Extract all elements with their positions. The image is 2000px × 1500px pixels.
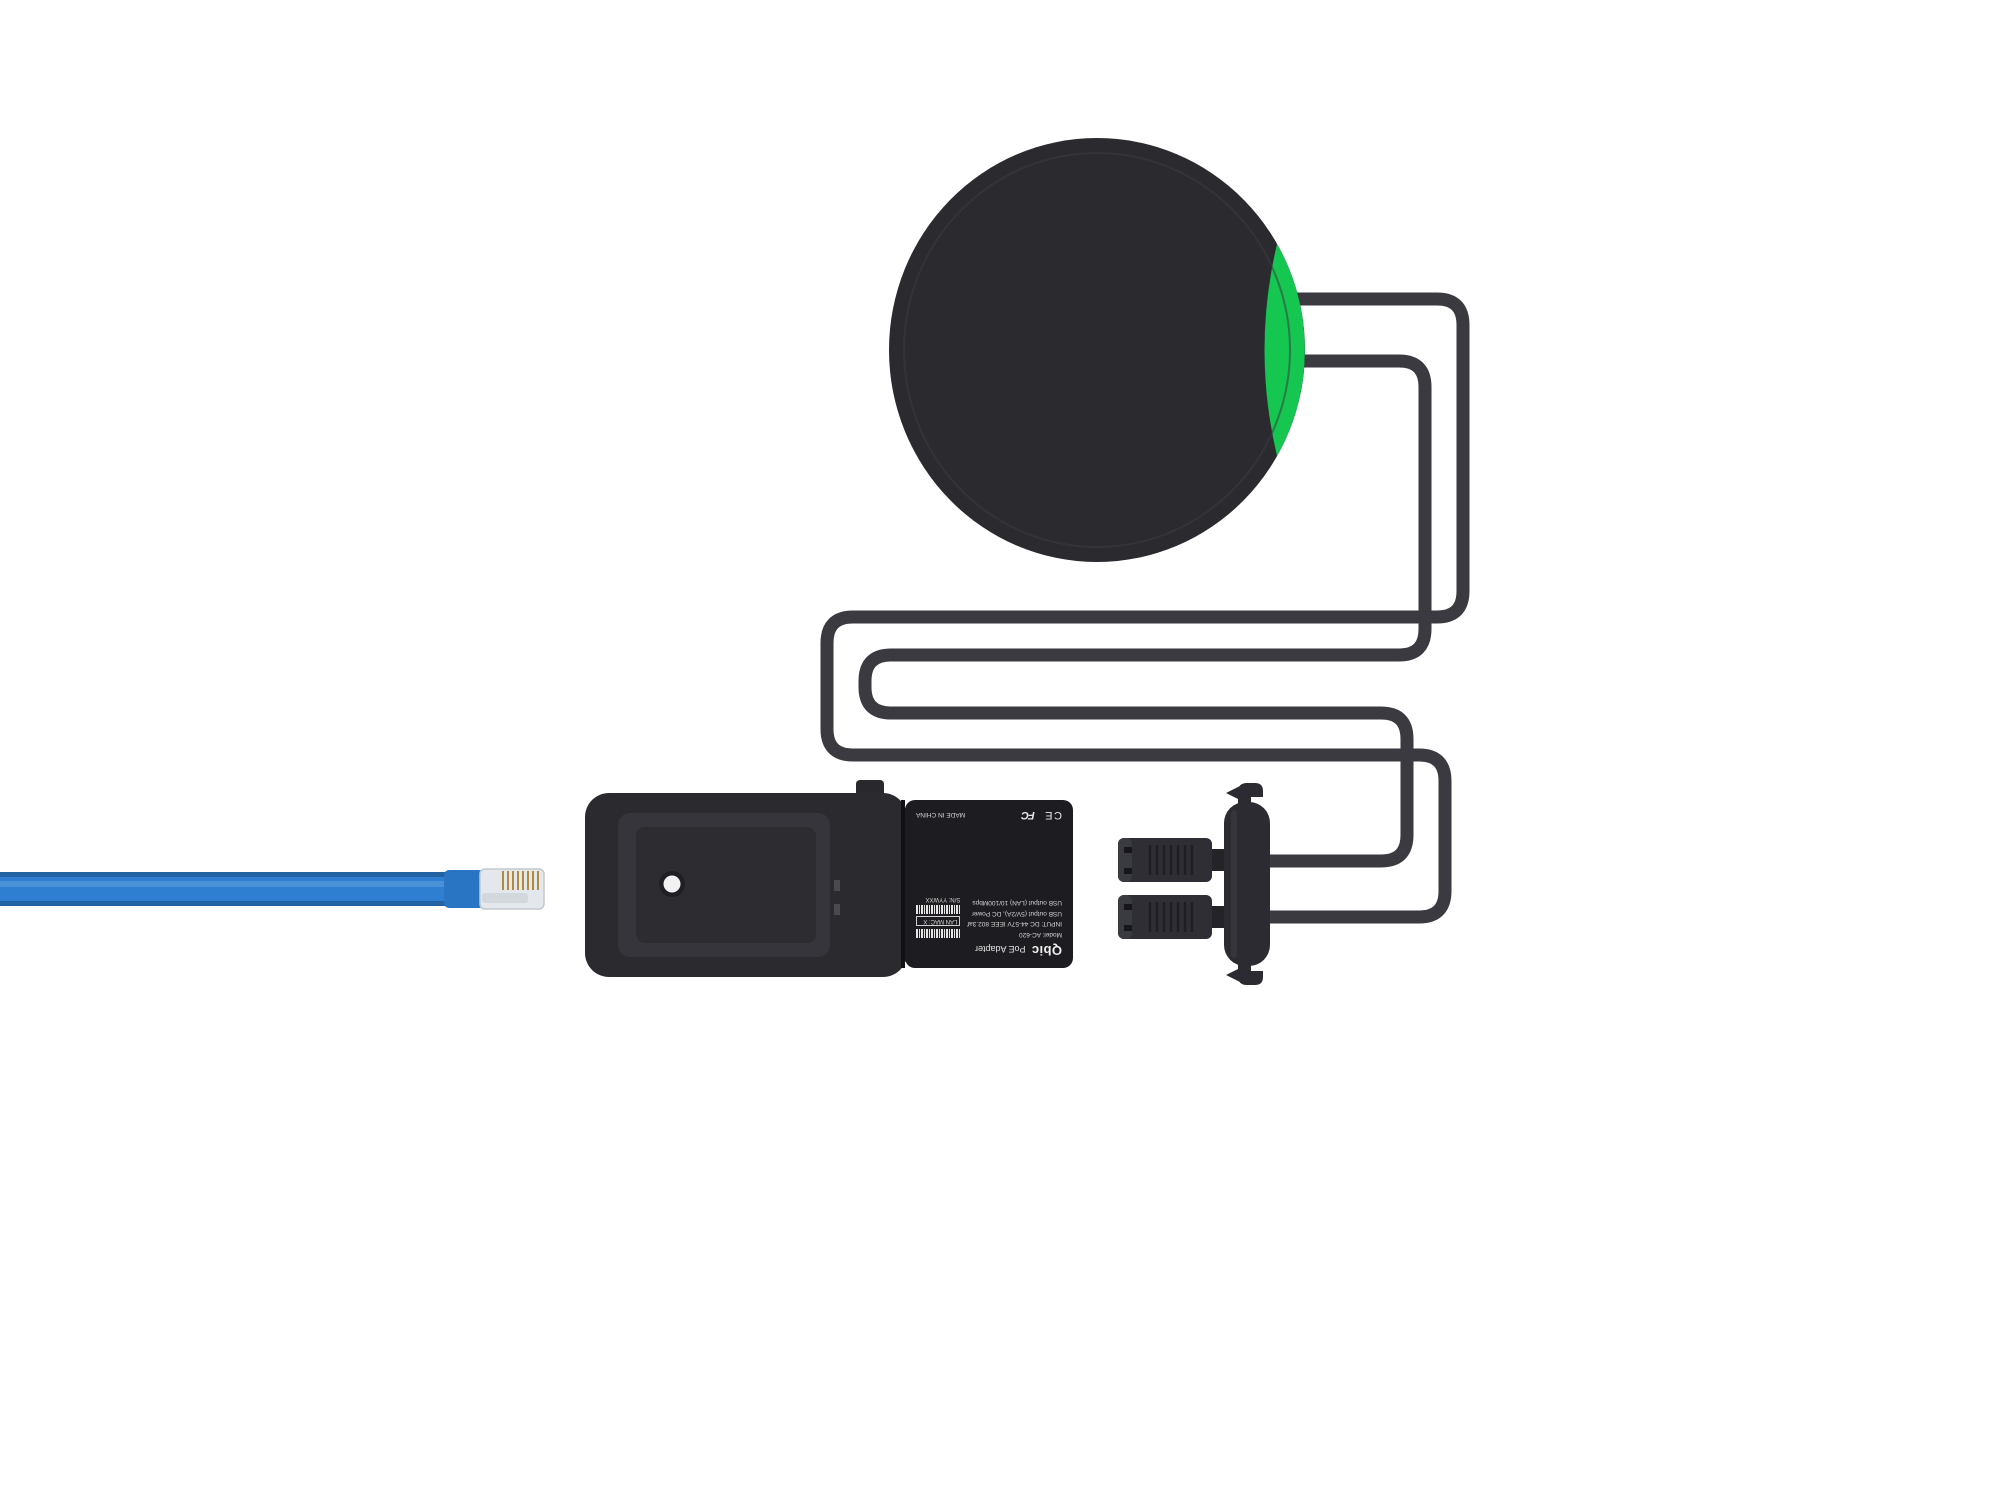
rj45-pins	[502, 871, 539, 890]
status-light-green	[1264, 244, 1305, 456]
fcc-mark: FC	[1022, 809, 1035, 821]
usb-plug-top-grip	[1148, 845, 1194, 875]
label-header: Qbic PoE Adapter	[916, 943, 1062, 958]
label-lan-mac: LAN MAC: X	[916, 916, 961, 927]
label-made-in: MADE IN CHINA	[916, 811, 966, 819]
usb-plug-top-tip	[1118, 838, 1132, 882]
label-usb-lan: USB output (LAN) 10/100Mbps	[972, 899, 1062, 907]
ethernet-cable-edge-top	[0, 872, 452, 877]
usb-plug-bottom-tip	[1118, 895, 1132, 939]
mount-plate	[1224, 802, 1270, 966]
label-plate	[905, 800, 1073, 968]
ethernet-assembly	[0, 868, 545, 910]
label-model: Model: AC-620	[1019, 931, 1062, 938]
vent-mark-1	[834, 880, 840, 891]
led-hole	[663, 875, 681, 893]
label-serial: S/N: YYWXX	[925, 896, 961, 903]
ce-mark: CE	[1043, 809, 1062, 821]
rj45-boot	[444, 870, 484, 908]
puck-body	[889, 138, 1305, 562]
usb-plug-top-hole-1	[1124, 847, 1132, 853]
ethernet-cable	[0, 872, 452, 906]
device-puck	[889, 138, 1305, 562]
device-cables	[820, 292, 1470, 924]
product-name: PoE Adapter	[974, 944, 1026, 954]
mount-clip-top-barb	[1226, 786, 1240, 800]
usb-plug-bottom-grip	[1148, 902, 1194, 932]
label-usb-power: USB output (5V/2A), DC Power	[971, 910, 1062, 917]
label-footer: CE FC MADE IN CHINA	[916, 809, 1062, 821]
housing-seam	[901, 800, 905, 968]
cable-outer	[820, 292, 1470, 924]
cable-inner	[858, 354, 1432, 868]
brand-logo: Qbic	[1031, 943, 1063, 958]
usb-connector-assembly	[1118, 783, 1270, 985]
label-input: INPUT: DC 44-57V IEEE 802.3af	[967, 920, 1062, 928]
usb-plug-top-hole-2	[1124, 868, 1132, 874]
label-codes: LAN MAC: X S/N: YYWXX	[916, 823, 961, 938]
ethernet-cable-edge-bottom	[0, 901, 452, 906]
usb-plug-bottom-hole-2	[1124, 925, 1132, 931]
mount-plate-highlight	[1231, 810, 1237, 958]
serial-barcode	[916, 905, 961, 914]
vent-mark-2	[834, 904, 840, 915]
mount-clip-bottom-barb	[1226, 968, 1240, 982]
ethernet-cable-sheen	[0, 881, 452, 887]
rj45-latch	[482, 893, 528, 903]
usb-plug-bottom-hole-1	[1124, 904, 1132, 910]
lan-mac-barcode	[916, 929, 961, 938]
label-body: Model: AC-620 INPUT: DC 44-57V IEEE 802.…	[916, 823, 1062, 938]
puck-inner-ring	[903, 152, 1291, 548]
device-label-content: Qbic PoE Adapter Model: AC-620 INPUT: DC…	[905, 800, 1073, 968]
device-label: Qbic PoE Adapter Model: AC-620 INPUT: DC…	[905, 800, 1073, 968]
rj45-bay-panel	[636, 827, 816, 943]
label-specs: Model: AC-620 INPUT: DC 44-57V IEEE 802.…	[967, 823, 1062, 939]
poe-adapter	[585, 780, 1073, 977]
